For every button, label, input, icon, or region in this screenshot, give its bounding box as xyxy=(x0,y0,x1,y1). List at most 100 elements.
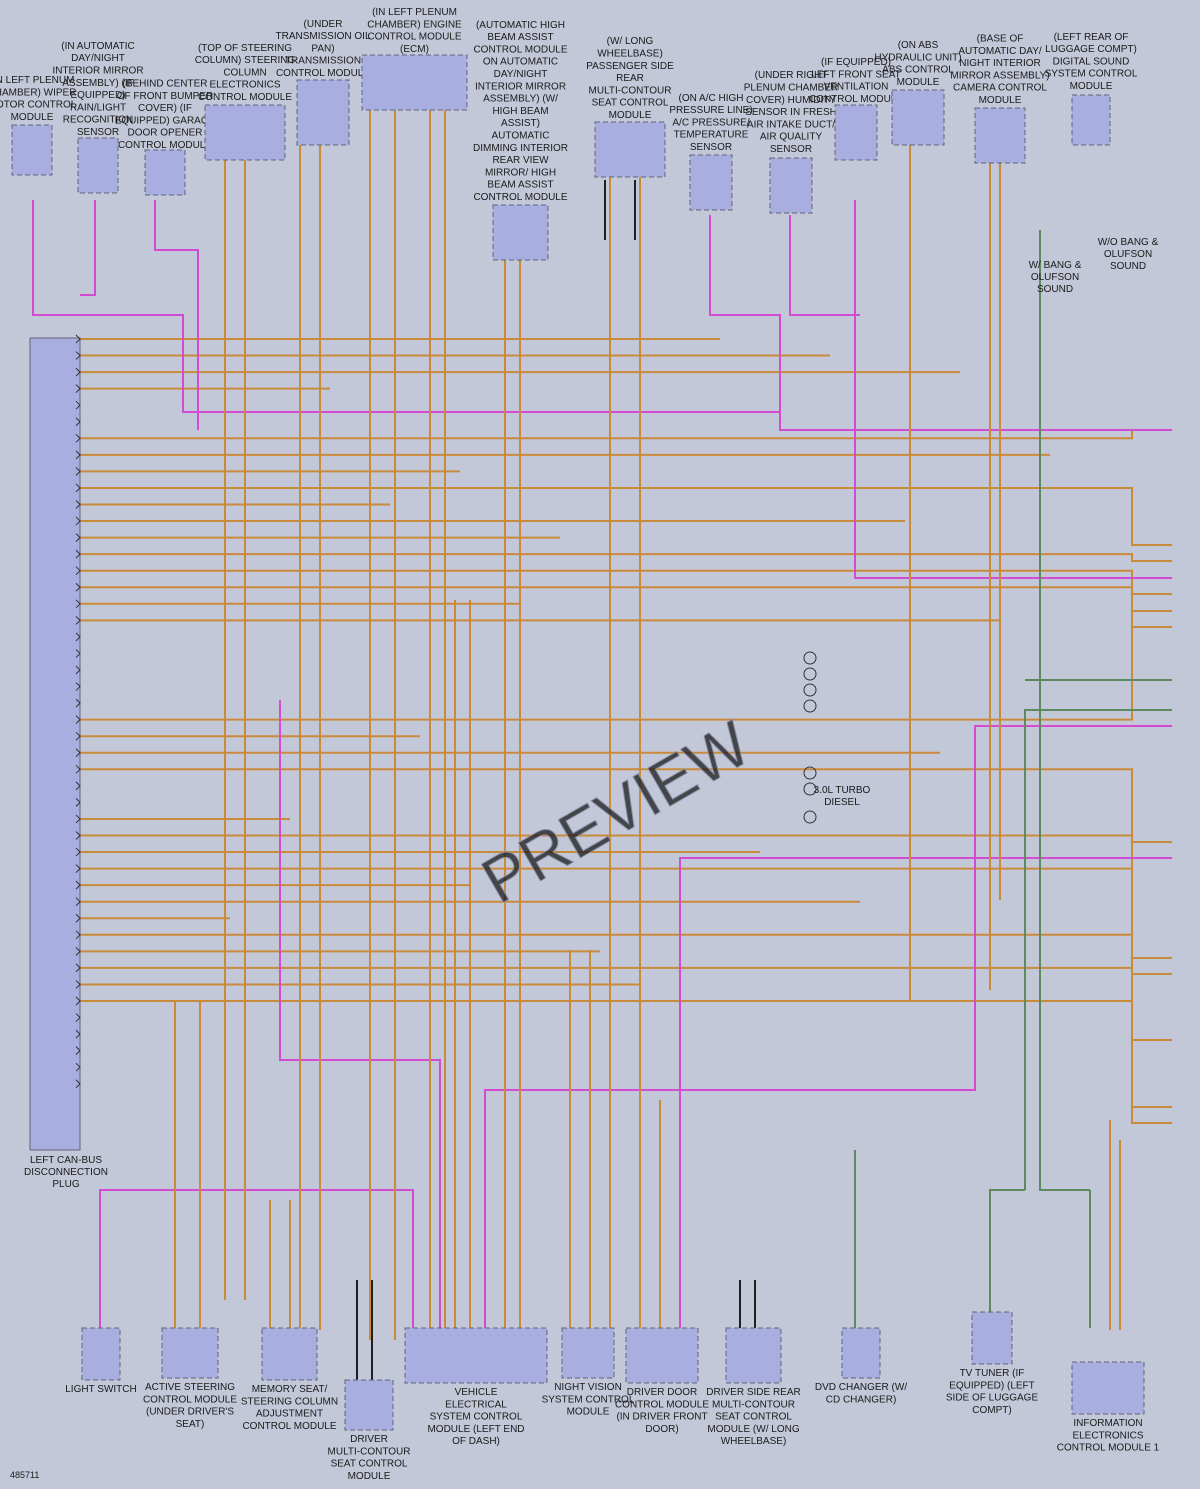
plug-pin-arrow xyxy=(75,549,81,559)
plug-pin-arrow xyxy=(75,715,81,725)
plug-pin-layer xyxy=(75,334,81,1089)
plug-pin-arrow xyxy=(75,946,81,956)
vesc-vio-blk-wire xyxy=(279,700,441,1328)
bottom-module-box xyxy=(725,1327,782,1384)
plug-pin-arrow xyxy=(75,731,81,741)
bottom-module-box xyxy=(344,1379,394,1431)
plug-pin-arrow xyxy=(75,963,81,973)
garage-vio-wire xyxy=(154,200,199,430)
plug-pin-arrow xyxy=(75,665,81,675)
plug-pin-arrow xyxy=(75,533,81,542)
tv-tuner-wire xyxy=(989,1189,1025,1328)
top-module-box xyxy=(1071,94,1111,146)
plug-pin-arrow xyxy=(75,764,81,774)
key-option-circle xyxy=(803,651,817,665)
bottom-module-box xyxy=(625,1327,699,1384)
plug-pin-arrow xyxy=(75,880,81,890)
key-engine-circle xyxy=(803,766,817,780)
wire-layer xyxy=(32,110,1172,1380)
plug-pin-arrow xyxy=(75,847,81,857)
plug-pin-arrow xyxy=(75,367,81,377)
key-option-circle xyxy=(803,699,817,713)
plug-pin-arrow xyxy=(75,632,81,642)
plug-pin-arrow xyxy=(75,831,81,840)
figure-number: 485711 xyxy=(10,1470,39,1480)
top-module-box xyxy=(834,104,878,161)
bottom-module-box xyxy=(404,1327,548,1384)
key-option-circle xyxy=(803,683,817,697)
top-module-box xyxy=(974,107,1026,164)
plug-pin-arrow xyxy=(75,483,81,493)
plug-wire xyxy=(80,1000,1172,1124)
plug-pin-arrow xyxy=(75,599,81,609)
plug-pin-arrow xyxy=(75,351,81,360)
plug-pin-arrow xyxy=(75,930,81,940)
bottom-module-box xyxy=(561,1327,615,1379)
plug-pin-arrow xyxy=(75,897,81,907)
plug-wire xyxy=(80,768,1172,843)
plug-wire xyxy=(80,610,1172,721)
plug-pin-arrow xyxy=(75,781,81,791)
plug-pin-arrow xyxy=(75,996,81,1006)
plug-pin-arrow xyxy=(75,814,81,824)
plug-pin-arrow xyxy=(75,864,81,873)
plug-pin-arrow xyxy=(75,417,81,427)
plug-pin-arrow xyxy=(75,1062,81,1072)
sound-grn-vio-wire xyxy=(1039,230,1090,1191)
plug-pin-arrow xyxy=(75,516,81,526)
key-option-circle xyxy=(803,667,817,681)
top-module-box xyxy=(689,154,733,211)
bottom-module-box xyxy=(261,1327,318,1381)
top-module-box xyxy=(361,54,468,111)
key-engine-circle xyxy=(803,810,817,824)
bottom-module-label: DVD CHANGER (W/CD CHANGER) xyxy=(815,1382,907,1405)
bottom-module-box xyxy=(81,1327,121,1381)
plug-pin-arrow xyxy=(75,913,81,923)
plug-pin-arrow xyxy=(75,615,81,625)
plug-pin-arrow xyxy=(75,798,81,807)
plug-pin-arrow xyxy=(75,582,81,592)
plug-pin-arrow xyxy=(75,682,81,691)
plug-pin-arrow xyxy=(75,1029,81,1039)
top-module-box xyxy=(77,137,119,194)
plug-pin-arrow xyxy=(75,467,81,476)
plug-wire xyxy=(80,867,1172,975)
humidity-wire xyxy=(789,215,860,316)
plug-pin-arrow xyxy=(75,1013,81,1022)
plug-wire xyxy=(80,553,1172,562)
plug-pin-arrow xyxy=(75,450,81,460)
top-module-box xyxy=(204,104,286,161)
door-vio-wht-wire xyxy=(679,857,1172,1328)
bottom-module-box xyxy=(841,1327,881,1379)
plug-pin-arrow xyxy=(75,334,81,344)
top-module-box xyxy=(296,79,350,146)
plug-pin-arrow xyxy=(75,649,81,658)
plug-wire xyxy=(80,586,1172,628)
plug-pin-arrow xyxy=(75,1079,81,1089)
plug-pin-arrow xyxy=(75,748,81,758)
bottom-module-box xyxy=(1071,1361,1145,1415)
